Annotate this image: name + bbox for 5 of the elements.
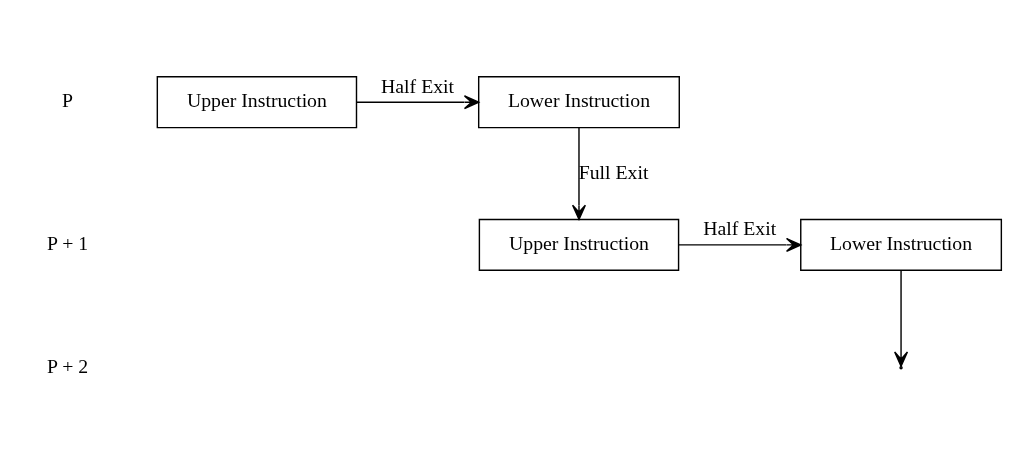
label: P <box>61 89 73 112</box>
edge-label: Half Exit <box>702 217 776 240</box>
edge-label: Half Exit <box>380 74 454 97</box>
label: P + 1 <box>46 232 88 255</box>
label: P + 2 <box>46 355 88 378</box>
